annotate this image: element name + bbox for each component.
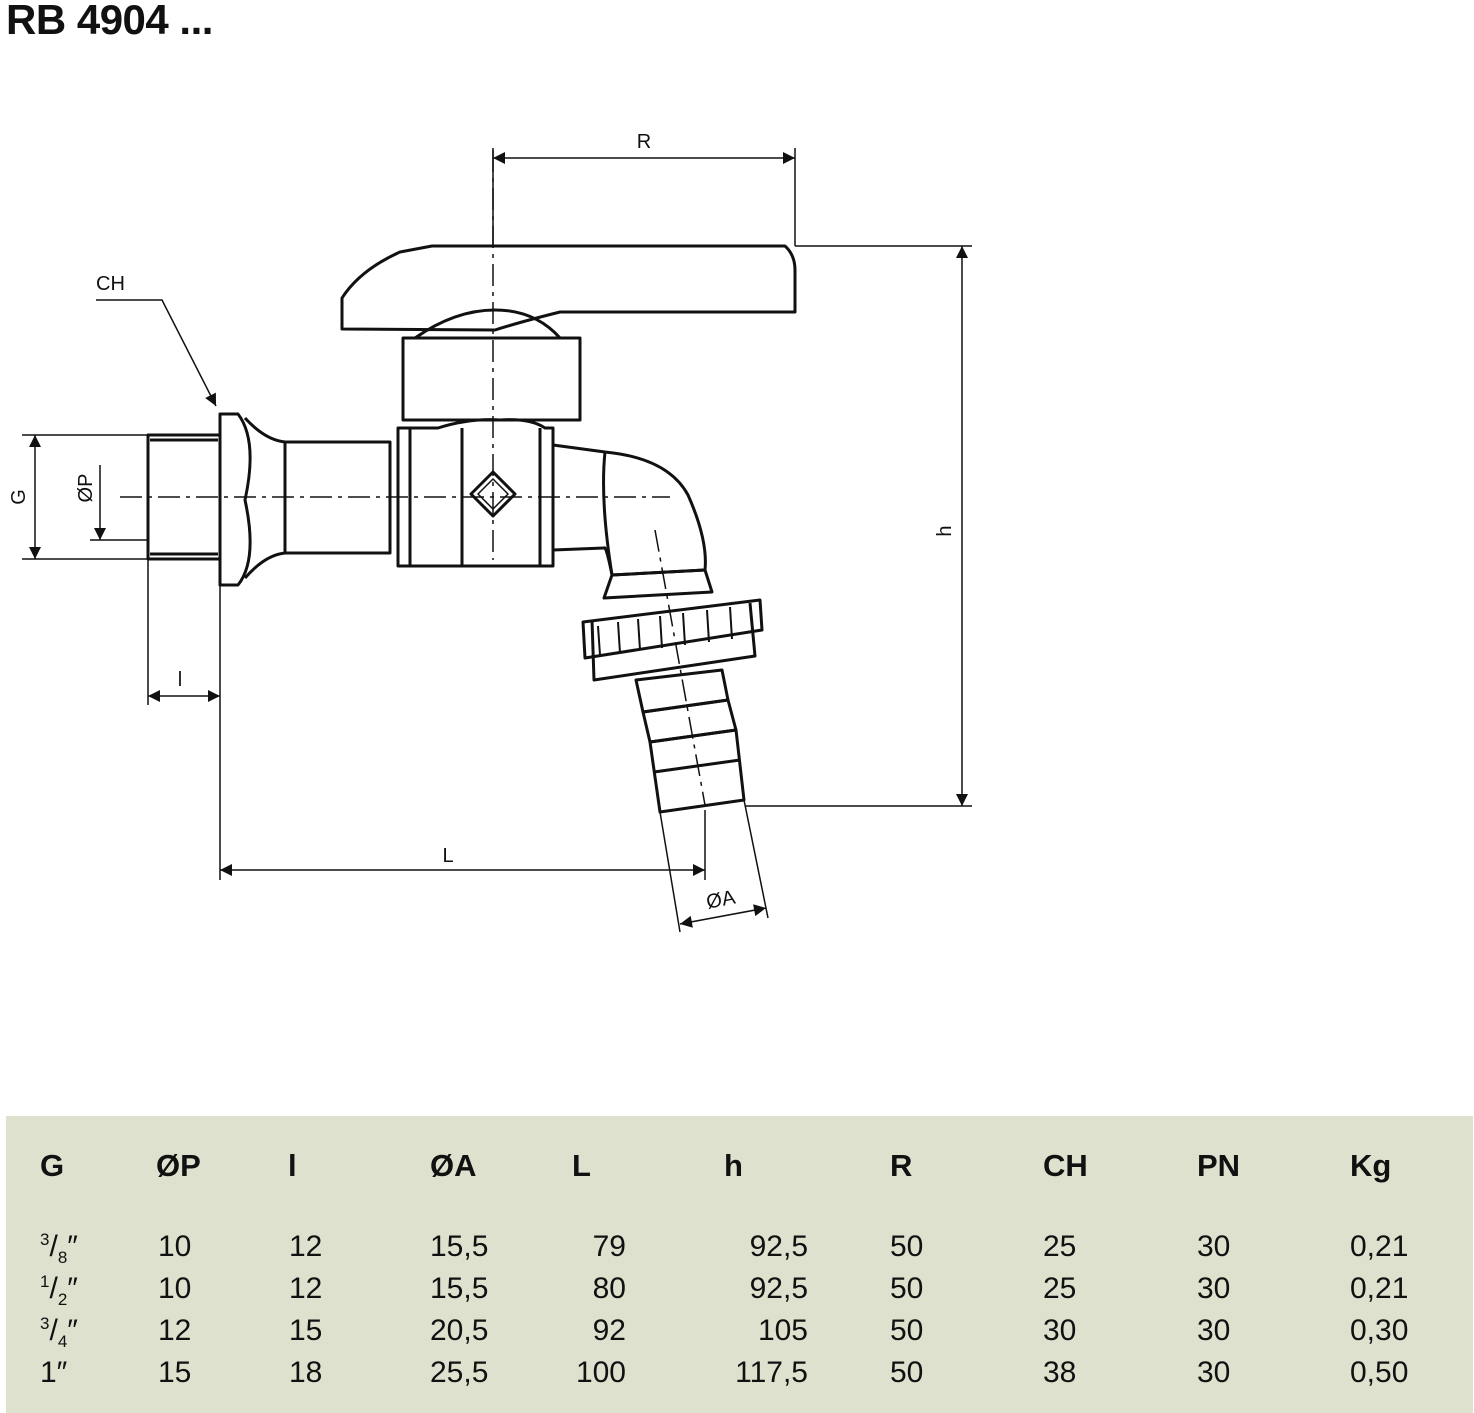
fraction-numerator: 3	[40, 1314, 50, 1333]
col-header-Kg: Kg	[1350, 1148, 1392, 1183]
cell-G: 3/4″	[40, 1314, 78, 1351]
cell-L: 92	[592, 1314, 626, 1347]
fraction-slash: /	[49, 1314, 58, 1347]
stem-dome	[414, 308, 562, 340]
dim-label-h: h	[934, 525, 956, 536]
cell-PN: 30	[1197, 1272, 1231, 1305]
cell-Kg: 0,30	[1350, 1314, 1409, 1347]
cell-L: 100	[575, 1356, 626, 1389]
cell-CH: 25	[1043, 1272, 1077, 1305]
unit-inch: ″	[67, 1230, 78, 1263]
col-header-CH: CH	[1043, 1148, 1088, 1183]
stem-block	[401, 336, 582, 422]
knurled-nut	[581, 598, 764, 660]
cell-h: 105	[757, 1314, 808, 1347]
cell-R: 50	[890, 1272, 924, 1305]
cell-PN: 30	[1197, 1356, 1231, 1389]
cell-CH: 30	[1043, 1314, 1077, 1347]
col-header-l: l	[288, 1148, 297, 1183]
cell-A: 15,5	[430, 1272, 489, 1305]
cell-R: 50	[890, 1356, 924, 1389]
lever-handle	[340, 244, 797, 332]
elbow	[552, 443, 707, 577]
dim-label-R: R	[637, 131, 651, 153]
cell-P: 12	[158, 1314, 192, 1347]
fraction-slash: /	[49, 1230, 58, 1263]
valve-technical-drawing: R CH G ØP l h L ØA	[8, 131, 972, 933]
unit-inch: ″	[67, 1314, 78, 1347]
hex-nut	[218, 412, 252, 587]
fraction-denominator: 8	[57, 1248, 68, 1267]
unit-inch: ″	[67, 1272, 78, 1305]
cell-A: 25,5	[430, 1356, 489, 1389]
union	[602, 568, 714, 600]
cell-R: 50	[890, 1314, 924, 1347]
col-header-P: ØP	[156, 1148, 201, 1183]
cell-R: 50	[890, 1230, 924, 1263]
dim-label-A: ØA	[705, 886, 738, 913]
cell-P: 10	[158, 1230, 192, 1263]
cell-l: 12	[289, 1230, 323, 1263]
cell-G: 3/8″	[40, 1230, 78, 1267]
cell-h: 92,5	[749, 1230, 808, 1263]
cell-CH: 25	[1043, 1230, 1077, 1263]
cell-Kg: 0,50	[1350, 1356, 1409, 1389]
dimension-lines	[22, 148, 972, 933]
cell-h: 92,5	[749, 1272, 808, 1305]
neck	[243, 416, 392, 579]
fraction-denominator: 2	[57, 1290, 68, 1309]
cell-PN: 30	[1197, 1230, 1231, 1263]
cell-CH: 38	[1043, 1356, 1077, 1389]
cell-G: 1/2″	[40, 1272, 78, 1309]
col-header-A: ØA	[430, 1148, 477, 1183]
cell-Kg: 0,21	[1350, 1230, 1409, 1263]
cell-L: 80	[592, 1272, 626, 1305]
dim-label-CH: CH	[96, 273, 125, 295]
col-header-G: G	[40, 1148, 65, 1183]
cell-Kg: 0,21	[1350, 1272, 1409, 1305]
dim-label-L: L	[442, 845, 453, 867]
col-header-PN: PN	[1197, 1148, 1241, 1183]
dim-label-G: G	[8, 489, 30, 505]
col-header-L: L	[572, 1148, 591, 1183]
valve-body	[396, 418, 555, 568]
cell-A: 20,5	[430, 1314, 489, 1347]
dim-label-P: ØP	[75, 474, 97, 503]
page-title: RB 4904 ...	[6, 0, 213, 43]
fraction-denominator: 4	[57, 1332, 68, 1351]
fraction-numerator: 1	[40, 1272, 50, 1291]
cell-P: 10	[158, 1272, 192, 1305]
cell-l: 12	[289, 1272, 323, 1305]
cell-PN: 30	[1197, 1314, 1231, 1347]
cell-h: 117,5	[735, 1356, 808, 1389]
dim-label-l: l	[178, 669, 182, 691]
unit-inch: 1″	[40, 1356, 68, 1389]
cell-L: 79	[592, 1230, 626, 1263]
cell-l: 15	[289, 1314, 323, 1347]
col-header-h: h	[724, 1148, 743, 1183]
fraction-slash: /	[49, 1272, 58, 1305]
fraction-numerator: 3	[40, 1230, 50, 1249]
cell-G: 1″	[40, 1356, 67, 1390]
logo-mark	[469, 470, 517, 518]
cell-P: 15	[158, 1356, 192, 1389]
cell-l: 18	[289, 1356, 323, 1389]
cell-A: 15,5	[430, 1230, 489, 1263]
valve-outline	[146, 244, 797, 814]
col-header-R: R	[890, 1148, 913, 1183]
